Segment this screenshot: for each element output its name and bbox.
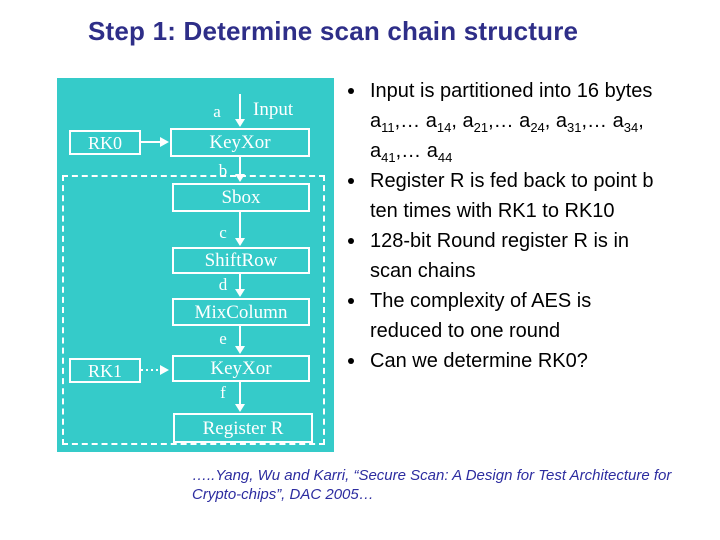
slide-title: Step 1: Determine scan chain structure xyxy=(88,16,579,46)
bullet-item: The complexity of AES is reduced to one … xyxy=(345,286,719,346)
diagram-label-f: f xyxy=(220,383,226,402)
round-dashed-boundary xyxy=(62,175,325,445)
bullet-item: Register R is fed back to point b ten ti… xyxy=(345,166,719,226)
diagram-label-d: d xyxy=(218,275,228,294)
bullet-item: 128-bit Round register R is in scan chai… xyxy=(345,226,719,286)
diagram-label-b: b xyxy=(218,161,228,180)
aes-round-diagram: a Input b c d e f RK0 KeyXor Sbox ShiftR… xyxy=(57,78,334,452)
diagram-box-rk0: RK0 xyxy=(69,130,141,155)
diagram-box-register-r: Register R xyxy=(173,413,313,443)
diagram-label-a: a xyxy=(213,102,221,121)
citation: …..Yang, Wu and Karri, “Secure Scan: A D… xyxy=(192,467,672,503)
bullet-item: Can we determine RK0? xyxy=(345,346,719,376)
bullet-item: Input is partitioned into 16 bytes a11,…… xyxy=(345,76,719,166)
diagram-box-mixcolumn: MixColumn xyxy=(172,298,310,326)
diagram-box-keyxor-bottom: KeyXor xyxy=(172,355,310,382)
diagram-box-shiftrow: ShiftRow xyxy=(172,247,310,274)
diagram-box-sbox: Sbox xyxy=(172,183,310,212)
diagram-label-input: Input xyxy=(253,99,294,120)
diagram-label-e: e xyxy=(219,329,227,348)
diagram-box-rk1: RK1 xyxy=(69,358,141,383)
bullet-panel: Input is partitioned into 16 bytes a11,…… xyxy=(345,76,719,376)
diagram-label-c: c xyxy=(219,223,227,242)
diagram-box-keyxor-top: KeyXor xyxy=(170,128,310,157)
bullet-list: Input is partitioned into 16 bytes a11,…… xyxy=(345,76,719,376)
